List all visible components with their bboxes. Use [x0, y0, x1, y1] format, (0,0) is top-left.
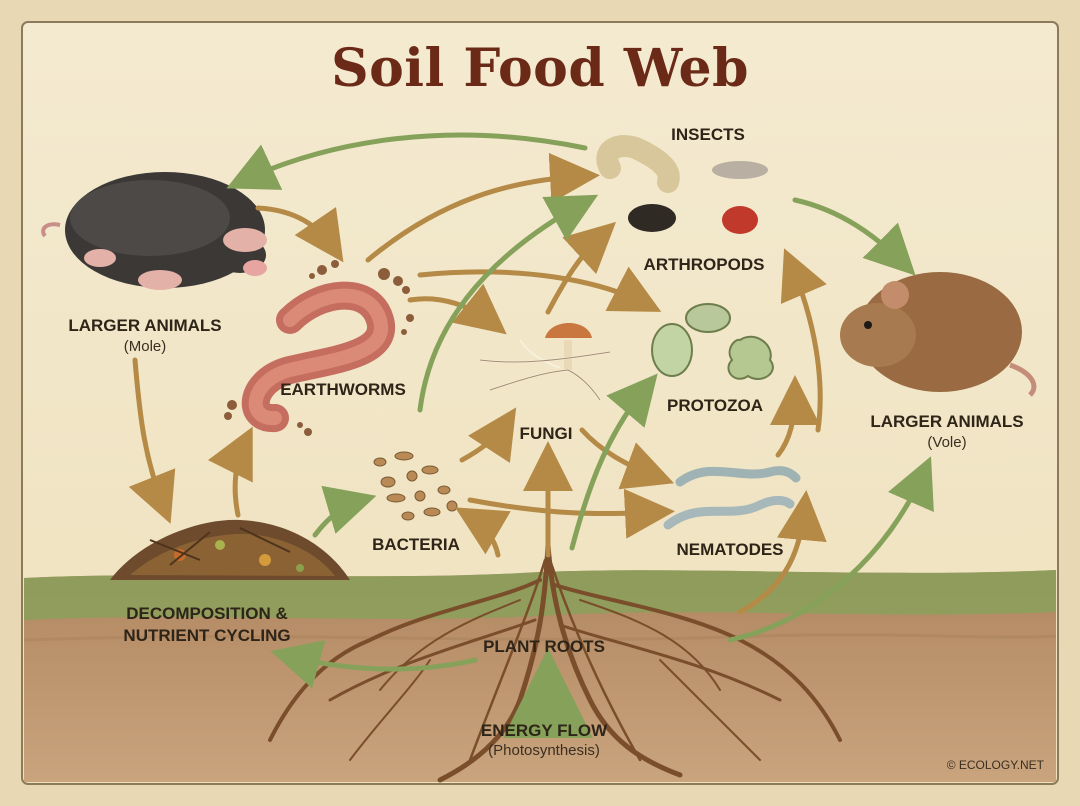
- fungi-illustration: [479, 323, 611, 401]
- label-fungi: FUNGI: [519, 424, 573, 443]
- arrow-nematodes-to-arthropods: [780, 248, 827, 433]
- label-larger-animals-vole: LARGER ANIMALS: [870, 412, 1024, 431]
- label-bacteria: BACTERIA: [372, 535, 460, 554]
- label-plant-roots: PLANT ROOTS: [483, 637, 605, 656]
- earthworm-illustration: [241, 281, 395, 432]
- vole-illustration: [840, 272, 1037, 397]
- label-energy-flow: ENERGY FLOW: [480, 721, 608, 740]
- protozoa-illustration: [651, 303, 774, 380]
- label-protozoa: PROTOZOA: [666, 396, 764, 415]
- decomposition-pile-illustration: [110, 519, 350, 580]
- mole-illustration: [41, 172, 267, 290]
- green-arrows: [226, 132, 934, 738]
- credit-text: © ECOLOGY.NET: [946, 758, 1044, 772]
- label-decomposition-line2: NUTRIENT CYCLING: [123, 626, 291, 645]
- arrow-roots-to-protozoa: [569, 373, 658, 551]
- arrow-insects-to-vole: [792, 197, 916, 276]
- page-title: Soil Food Web: [331, 38, 749, 99]
- arrow-nematodes-to-protozoa: [769, 375, 820, 458]
- label-nematodes: NEMATODES: [676, 540, 784, 559]
- label-energy-sub: (Photosynthesis): [488, 742, 600, 759]
- arrow-bacteria-to-fungi: [459, 407, 517, 463]
- bacteria-illustration: [373, 451, 458, 521]
- insects-illustration: [596, 135, 768, 234]
- arrow-roots-to-nematodes: [737, 490, 827, 615]
- arrow-decomposition-to-earthworms: [207, 426, 253, 518]
- arrow-mole-to-earthworms: [255, 205, 344, 263]
- label-decomposition-line1: DECOMPOSITION &: [126, 604, 288, 623]
- arrow-earthworms-to-insects: [365, 152, 600, 263]
- arrow-earthworms-to-insects-green: [417, 194, 599, 413]
- arrow-decomposition-to-bacteria: [312, 485, 377, 538]
- arrow-roots-to-vole: [727, 456, 934, 643]
- arrow-crumbs-to-fungi: [407, 283, 507, 335]
- label-insects: INSECTS: [671, 125, 745, 144]
- label-arthropods: ARTHROPODS: [643, 255, 765, 274]
- arrow-mole-to-decomposition: [128, 357, 176, 524]
- arrow-fungi-to-nematodes: [579, 427, 675, 490]
- label-larger-animals-mole: LARGER ANIMALS: [68, 316, 222, 335]
- soil-crumbs: [224, 260, 414, 436]
- arrow-bacteria-to-nematodes: [467, 488, 675, 539]
- label-mole-sub: (Mole): [123, 338, 167, 355]
- label-earthworms: EARTHWORMS: [280, 380, 406, 399]
- arrow-roots-to-bacteria: [455, 507, 511, 558]
- arrow-insects-to-mole: [226, 132, 588, 190]
- arrow-crumbs-to-protozoa: [417, 266, 662, 312]
- arrow-roots-to-decomposition: [270, 640, 478, 689]
- label-vole-sub: (Vole): [927, 434, 967, 451]
